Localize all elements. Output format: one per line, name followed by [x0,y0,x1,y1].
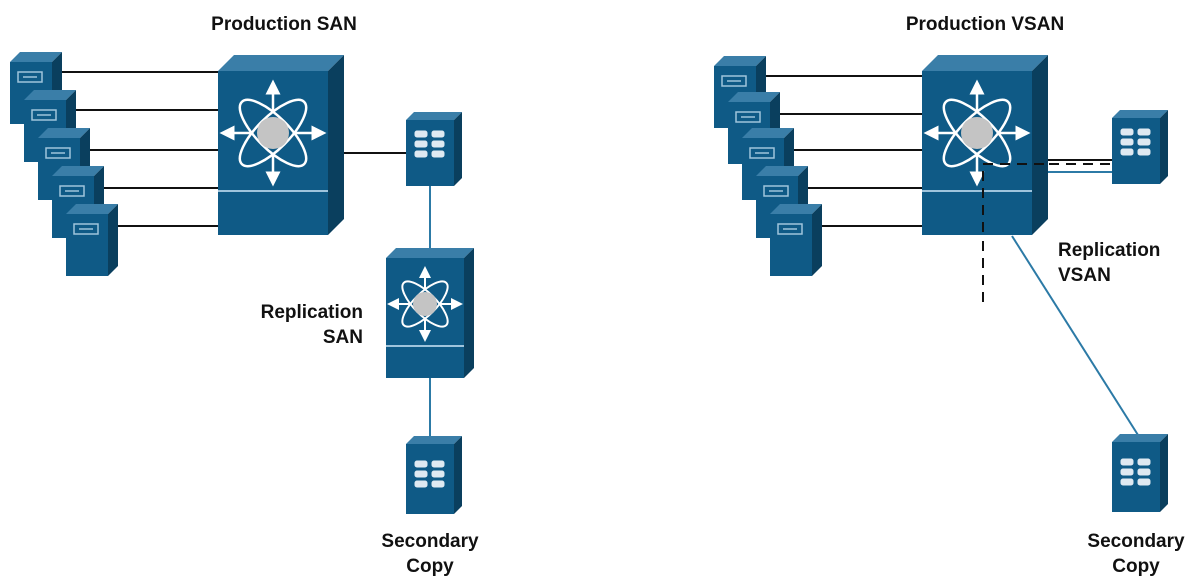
disk-array-icon [1112,110,1168,184]
fabric-switch-icon [386,248,474,378]
server-icon [66,204,118,276]
production-vsan-title: Production VSAN [906,14,1064,35]
host-servers [10,52,118,276]
secondary-copy-label-line2: Copy [406,556,454,577]
virtual-replication-path-overlay [982,163,1044,232]
replication-san-label-line1: Replication [261,302,363,323]
production-san-panel: Production SAN Replication SAN Secondary… [10,14,479,577]
secondary-copy-label-line1: Secondary [381,531,479,552]
host-servers [714,56,822,276]
replication-vsan-label-line2: VSAN [1058,265,1111,286]
disk-array-icon [406,436,462,514]
production-san-title: Production SAN [211,14,357,35]
fabric-switch-icon [922,55,1048,235]
disk-array-icon [406,112,462,186]
replication-vsan-label-line1: Replication [1058,240,1160,261]
fabric-switch-icon [218,55,344,235]
link-switch-secondary [1011,235,1139,436]
server-icon [770,204,822,276]
host-links [60,71,222,227]
secondary-copy-label-line1: Secondary [1087,531,1185,552]
disk-array-icon [1112,434,1168,512]
replication-san-label-line2: SAN [323,327,363,348]
production-vsan-panel: Production VSAN Replication VSAN Seconda… [714,14,1185,577]
host-links [764,75,922,227]
secondary-copy-label-line2: Copy [1112,556,1160,577]
